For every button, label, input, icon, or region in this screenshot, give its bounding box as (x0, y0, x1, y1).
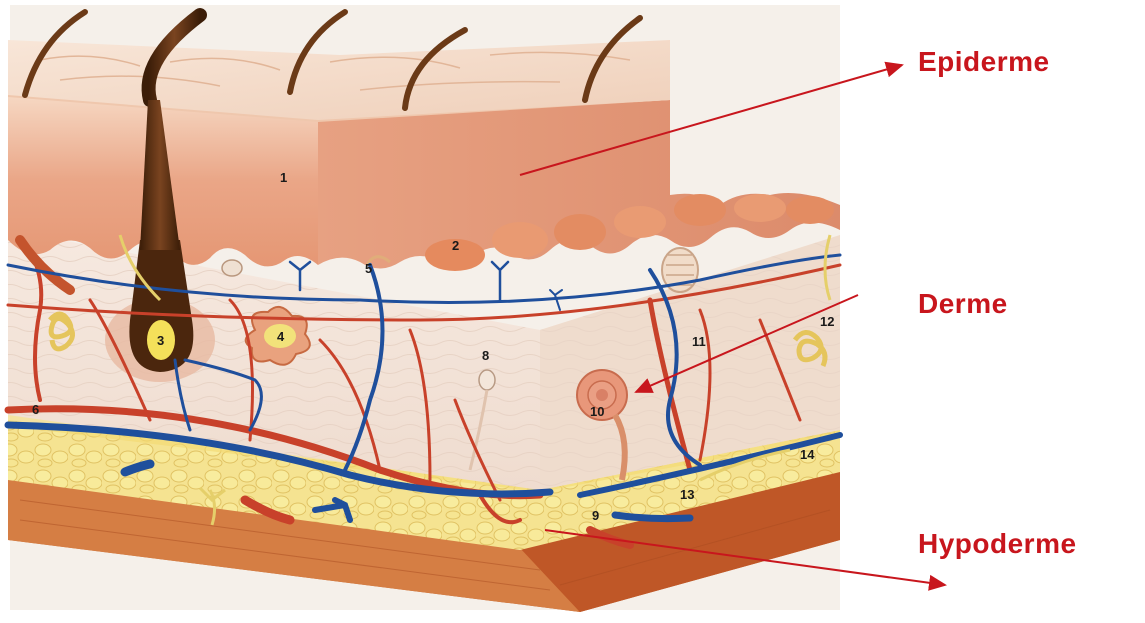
number-2: 2 (452, 238, 459, 253)
label-epiderme: Epiderme (918, 46, 1050, 78)
number-5: 5 (365, 261, 372, 276)
number-1: 1 (280, 170, 287, 185)
label-hypoderme: Hypoderme (918, 528, 1077, 560)
number-8: 8 (482, 348, 489, 363)
number-6: 6 (32, 402, 39, 417)
number-12: 12 (820, 314, 834, 329)
number-3: 3 (157, 333, 164, 348)
number-11: 11 (692, 334, 706, 349)
number-10: 10 (590, 404, 604, 419)
number-14: 14 (800, 447, 815, 462)
number-4: 4 (277, 329, 285, 344)
number-9: 9 (592, 508, 599, 523)
number-13: 13 (680, 487, 694, 502)
label-derme: Derme (918, 288, 1008, 320)
